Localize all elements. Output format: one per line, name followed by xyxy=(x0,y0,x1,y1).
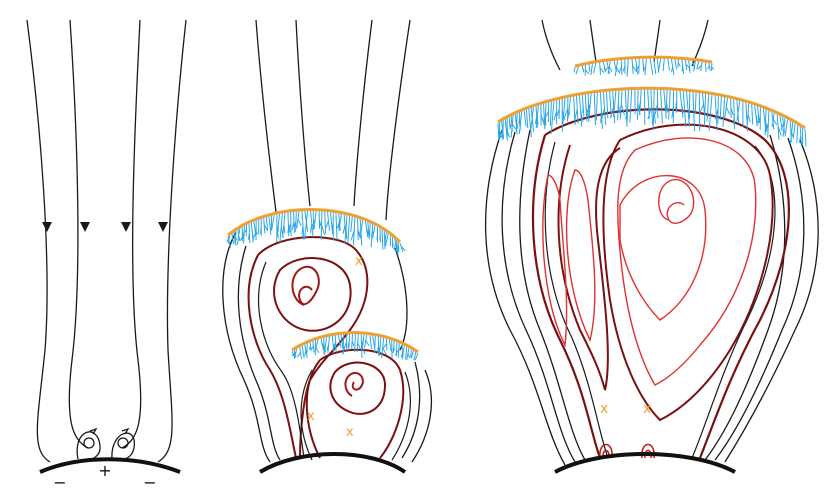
loop-right-inner xyxy=(117,437,129,449)
field-line xyxy=(691,19,709,67)
turbulence-strokes xyxy=(497,89,807,147)
loop-arrow-icon xyxy=(121,427,130,435)
flux-rope-right-core xyxy=(619,174,707,321)
field-line xyxy=(541,19,561,71)
flux-rope-left-inner xyxy=(565,169,596,343)
field-line xyxy=(385,19,411,221)
flux-rope-right-lobe xyxy=(602,123,774,422)
arrow-down-icon xyxy=(80,222,90,232)
x-point: x xyxy=(355,254,363,269)
flux-rope-right-inner xyxy=(617,137,757,386)
flux-rope-inner xyxy=(329,361,387,415)
flux-rope-merged xyxy=(531,108,790,459)
field-line xyxy=(157,19,187,463)
reconnection-front-arc xyxy=(574,55,713,68)
polarity-minus-left: − xyxy=(53,473,66,492)
arcade-line xyxy=(501,131,576,463)
flux-rope-small xyxy=(300,348,411,461)
arrow-down-icon xyxy=(121,222,131,232)
polarity-minus-right: − xyxy=(143,473,156,492)
flux-rope-outer xyxy=(247,236,369,459)
flux-rope-mid xyxy=(300,369,411,461)
flux-rope-inner xyxy=(273,257,352,332)
flux-rope-right-loop xyxy=(658,179,695,224)
open-field-lines xyxy=(255,19,411,221)
outer-arcade-lines xyxy=(222,231,433,463)
turbulence-region xyxy=(226,210,406,256)
reconnection-front-arc xyxy=(497,86,806,130)
open-field-lines xyxy=(26,19,187,463)
flux-rope-outer xyxy=(531,108,790,459)
flux-rope-core xyxy=(291,265,320,306)
flux-rope-outer xyxy=(305,348,405,459)
arcade-line xyxy=(714,137,805,461)
reconnection-fronts xyxy=(226,208,419,361)
polarity-plus: + xyxy=(98,461,111,480)
x-point: x xyxy=(600,401,608,417)
turbulence-strokes xyxy=(291,333,419,361)
turbulence-region xyxy=(291,333,419,361)
flux-rope-mid xyxy=(257,261,305,459)
arcade-line xyxy=(222,231,271,463)
reconnection-fronts xyxy=(497,55,807,147)
photosphere-surface xyxy=(258,452,407,474)
panel-1-initial-field: − + − xyxy=(26,19,187,492)
arcade-line xyxy=(519,129,586,461)
panel-3-merged-flux-rope: x x xyxy=(484,19,819,474)
arrow-down-icon xyxy=(158,222,168,232)
outer-arcade-lines xyxy=(484,129,819,466)
field-line xyxy=(255,19,277,213)
field-line xyxy=(295,19,311,207)
arrow-down-icon xyxy=(42,222,52,232)
turbulence-region xyxy=(497,89,807,147)
reconnection-front-arc xyxy=(227,208,402,244)
loop-left xyxy=(76,431,101,460)
field-line xyxy=(353,19,373,207)
flux-rope-mid xyxy=(544,141,776,459)
arcade-line xyxy=(411,369,433,463)
x-point: x xyxy=(307,409,315,424)
field-line xyxy=(68,19,89,449)
x-points: x x x xyxy=(307,254,363,440)
arcade-line xyxy=(394,247,408,351)
field-line xyxy=(589,19,597,63)
x-point: x xyxy=(346,425,354,440)
field-direction-arrows xyxy=(42,222,168,232)
loop-left-inner xyxy=(83,437,95,449)
flux-rope-core xyxy=(344,371,364,397)
turbulence-region xyxy=(573,58,715,77)
photosphere-surface xyxy=(39,457,181,474)
x-point: x xyxy=(643,401,651,417)
photosphere-surface xyxy=(554,452,736,474)
arcade-line xyxy=(704,134,786,461)
flux-rope-left-lobe xyxy=(557,144,621,391)
loop-arrow-icon xyxy=(89,427,98,435)
turbulence-strokes xyxy=(573,58,715,77)
reconnection-front-arc xyxy=(291,331,419,354)
field-line xyxy=(121,19,142,449)
panel-2-emerging-flux-rope: x x x xyxy=(222,19,433,474)
arcade-line xyxy=(401,361,421,459)
arcade-line xyxy=(724,139,819,463)
bipole-loops xyxy=(76,427,135,460)
turbulence-strokes xyxy=(226,210,406,256)
arcade-line xyxy=(484,129,566,466)
flux-rope-left-core xyxy=(542,174,568,348)
loop-right xyxy=(111,432,135,460)
arcade-line xyxy=(237,245,281,461)
field-line xyxy=(26,19,51,463)
x-points: x x xyxy=(600,401,651,417)
flux-rope-large xyxy=(247,236,369,459)
